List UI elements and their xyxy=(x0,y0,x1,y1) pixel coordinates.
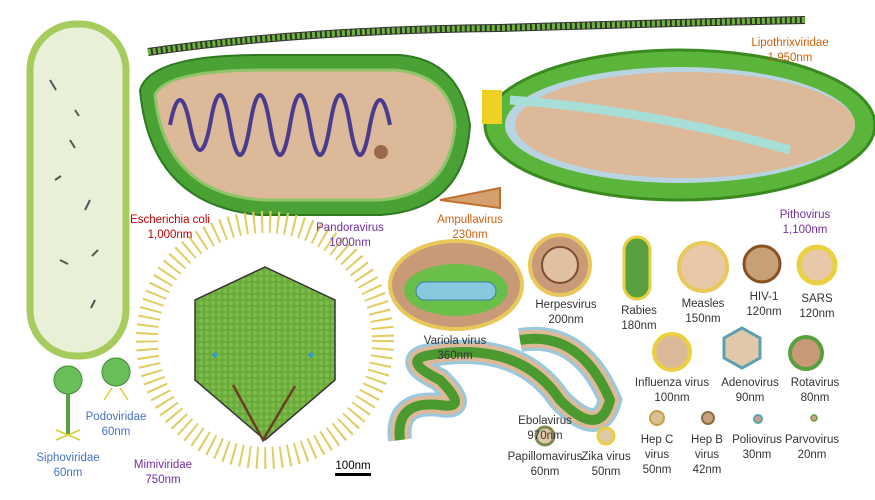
adenovirus-particle xyxy=(722,326,762,370)
lipothrixviridae-filament xyxy=(147,16,806,56)
pandoravirus-particle xyxy=(138,54,472,216)
mimivirus-particle xyxy=(136,211,394,469)
ebolavirus-filament xyxy=(387,326,623,442)
scale-bar xyxy=(335,473,371,476)
hepc-particle xyxy=(649,410,665,426)
parvovirus-particle xyxy=(810,414,818,422)
variola-particle xyxy=(388,239,524,331)
siphoviridae-phage xyxy=(53,365,83,441)
hiv-particle xyxy=(742,244,782,284)
podoviridae-phage xyxy=(101,357,131,401)
rabies-particle xyxy=(622,235,652,301)
influenza-particle xyxy=(652,332,692,372)
poliovirus-particle xyxy=(753,414,763,424)
papillomavirus-particle xyxy=(534,425,556,447)
hepb-particle xyxy=(701,411,715,425)
sars-particle xyxy=(796,244,838,286)
ecoli-cell xyxy=(26,20,130,360)
pithovirus-particle xyxy=(482,48,875,202)
measles-particle xyxy=(677,241,729,293)
rotavirus-particle xyxy=(788,335,824,371)
herpesvirus-particle xyxy=(528,233,592,297)
zika-particle xyxy=(596,426,616,446)
scale-bar-label: 100nm xyxy=(335,460,371,472)
ampullavirus-particle xyxy=(439,186,501,210)
